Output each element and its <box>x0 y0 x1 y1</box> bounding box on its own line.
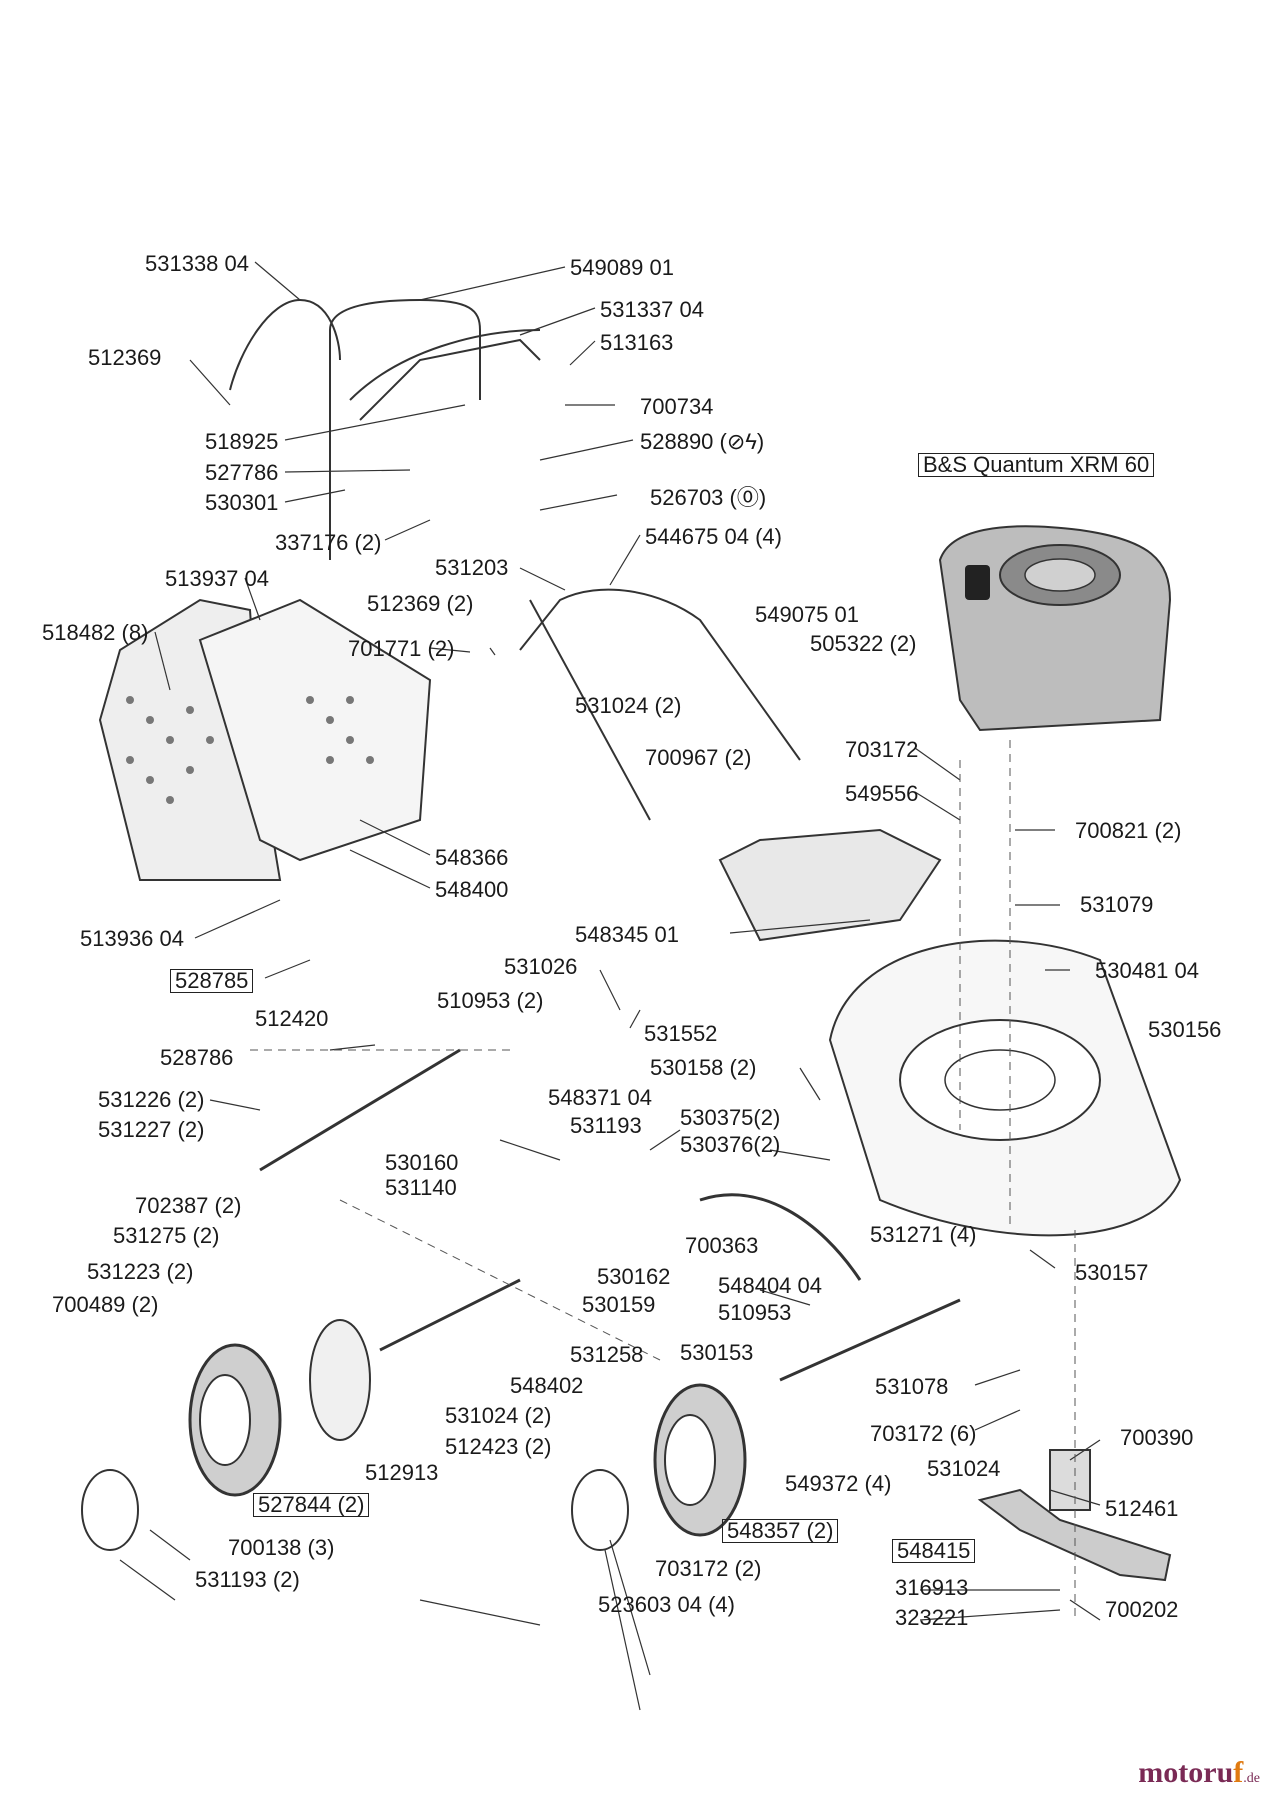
part-530301: 530301 <box>205 490 279 515</box>
part-530375: 530375(2) <box>680 1105 781 1130</box>
part-544675-04: 544675 04 (4) <box>645 524 782 549</box>
lower-handle <box>519 588 801 821</box>
part-512420: 512420 <box>255 1006 329 1031</box>
part-531226-2: 531226 (2) <box>98 1087 205 1112</box>
part-513937-04: 513937 04 <box>165 566 269 591</box>
part-527844-2: 527844 (2) <box>253 1493 370 1517</box>
part-700967-2: 700967 (2) <box>645 745 752 770</box>
part-700390: 700390 <box>1120 1425 1194 1450</box>
dashed-assembly-lines <box>250 740 1076 1620</box>
part-548404-04: 548404 04 <box>718 1273 822 1298</box>
part-531024-2a: 531024 (2) <box>575 693 682 718</box>
engine-label: B&S Quantum XRM 60 <box>918 453 1155 477</box>
watermark-brand: motoru <box>1138 1756 1234 1789</box>
part-512913: 512913 <box>365 1460 439 1485</box>
part-530157: 530157 <box>1075 1260 1149 1285</box>
part-531223-2: 531223 (2) <box>87 1259 194 1284</box>
part-530159: 530159 <box>582 1292 656 1317</box>
part-531024-2b: 531024 (2) <box>445 1403 552 1428</box>
part-703172-6: 703172 (6) <box>870 1421 977 1446</box>
part-530376: 530376(2) <box>680 1132 781 1157</box>
part-528786: 528786 <box>160 1045 234 1070</box>
part-548415: 548415 <box>892 1539 976 1563</box>
part-531338-04: 531338 04 <box>145 251 249 276</box>
part-703172a: 703172 <box>845 737 919 762</box>
part-531026: 531026 <box>504 954 578 979</box>
part-531079: 531079 <box>1080 892 1154 917</box>
part-548357-2: 548357 (2) <box>722 1519 839 1543</box>
part-700138-3: 700138 (3) <box>228 1535 335 1560</box>
part-702387-2: 702387 (2) <box>135 1193 242 1218</box>
part-512369-2: 512369 (2) <box>367 591 474 616</box>
part-548345-01: 548345 01 <box>575 922 679 947</box>
part-700202: 700202 <box>1105 1597 1179 1622</box>
part-527786: 527786 <box>205 460 279 485</box>
part-530158-2: 530158 (2) <box>650 1055 757 1080</box>
part-531140: 531140 <box>385 1175 457 1200</box>
part-531337-04: 531337 04 <box>600 297 704 322</box>
part-528785: 528785 <box>170 969 254 993</box>
part-523603-04: 523603 04 (4) <box>598 1592 735 1617</box>
part-548366: 548366 <box>435 845 509 870</box>
part-548402: 548402 <box>510 1373 584 1398</box>
part-549556: 549556 <box>845 781 919 806</box>
wheels <box>81 1319 747 1551</box>
part-531024: 531024 <box>927 1456 1001 1481</box>
part-531258: 531258 <box>570 1342 644 1367</box>
part-703172-2: 703172 (2) <box>655 1556 762 1581</box>
watermark-logo: motoruf.de <box>1138 1756 1260 1790</box>
part-549089-01: 549089 01 <box>570 255 674 280</box>
part-549075-01: 549075 01 <box>755 602 859 627</box>
part-518482-8: 518482 (8) <box>42 620 149 645</box>
part-531078: 531078 <box>875 1374 949 1399</box>
part-549372-4: 549372 (4) <box>785 1471 892 1496</box>
part-510953: 510953 <box>718 1300 792 1325</box>
grass-bag <box>98 598 432 881</box>
part-513163: 513163 <box>600 330 674 355</box>
part-530153: 530153 <box>680 1340 754 1365</box>
part-531552: 531552 <box>644 1021 718 1046</box>
part-530162: 530162 <box>597 1264 671 1289</box>
part-700363: 700363 <box>685 1233 759 1258</box>
part-548400: 548400 <box>435 877 509 902</box>
part-526703: 526703 (⓪) <box>650 485 767 510</box>
part-528890: 528890 (⊘ϟ) <box>640 429 765 454</box>
part-531271-4: 531271 (4) <box>870 1222 977 1247</box>
watermark-tld: .de <box>1243 1771 1260 1786</box>
part-531193: 531193 <box>570 1113 642 1138</box>
part-548371-04: 548371 04 <box>548 1085 652 1110</box>
deck-illustration <box>718 828 1182 1237</box>
watermark-brand-f: f <box>1233 1756 1244 1789</box>
part-530156: 530156 <box>1148 1017 1222 1042</box>
leader-lines <box>119 261 1101 1711</box>
part-513936-04: 513936 04 <box>80 926 184 951</box>
axles <box>259 1048 961 1382</box>
part-510953-2: 510953 (2) <box>437 988 544 1013</box>
part-531227-2: 531227 (2) <box>98 1117 205 1142</box>
engine-illustration <box>938 525 1172 732</box>
part-700734: 700734 <box>640 394 714 419</box>
part-531203: 531203 <box>435 555 509 580</box>
part-530481-04: 530481 04 <box>1095 958 1199 983</box>
part-323221: 323221 <box>895 1605 969 1630</box>
part-316913: 316913 <box>895 1575 969 1600</box>
part-512423-2: 512423 (2) <box>445 1434 552 1459</box>
part-505322-2: 505322 (2) <box>810 631 917 656</box>
part-512461: 512461 <box>1105 1496 1179 1521</box>
part-337176-2: 337176 (2) <box>275 530 382 555</box>
part-531193-2: 531193 (2) <box>195 1567 300 1592</box>
part-531275-2: 531275 (2) <box>113 1223 220 1248</box>
part-518925: 518925 <box>205 429 279 454</box>
part-701771-2: 701771 (2) <box>348 636 455 661</box>
part-700821-2: 700821 (2) <box>1075 818 1182 843</box>
part-512369: 512369 <box>88 345 162 370</box>
part-700489-2: 700489 (2) <box>52 1292 159 1317</box>
part-530160: 530160 <box>385 1150 459 1175</box>
